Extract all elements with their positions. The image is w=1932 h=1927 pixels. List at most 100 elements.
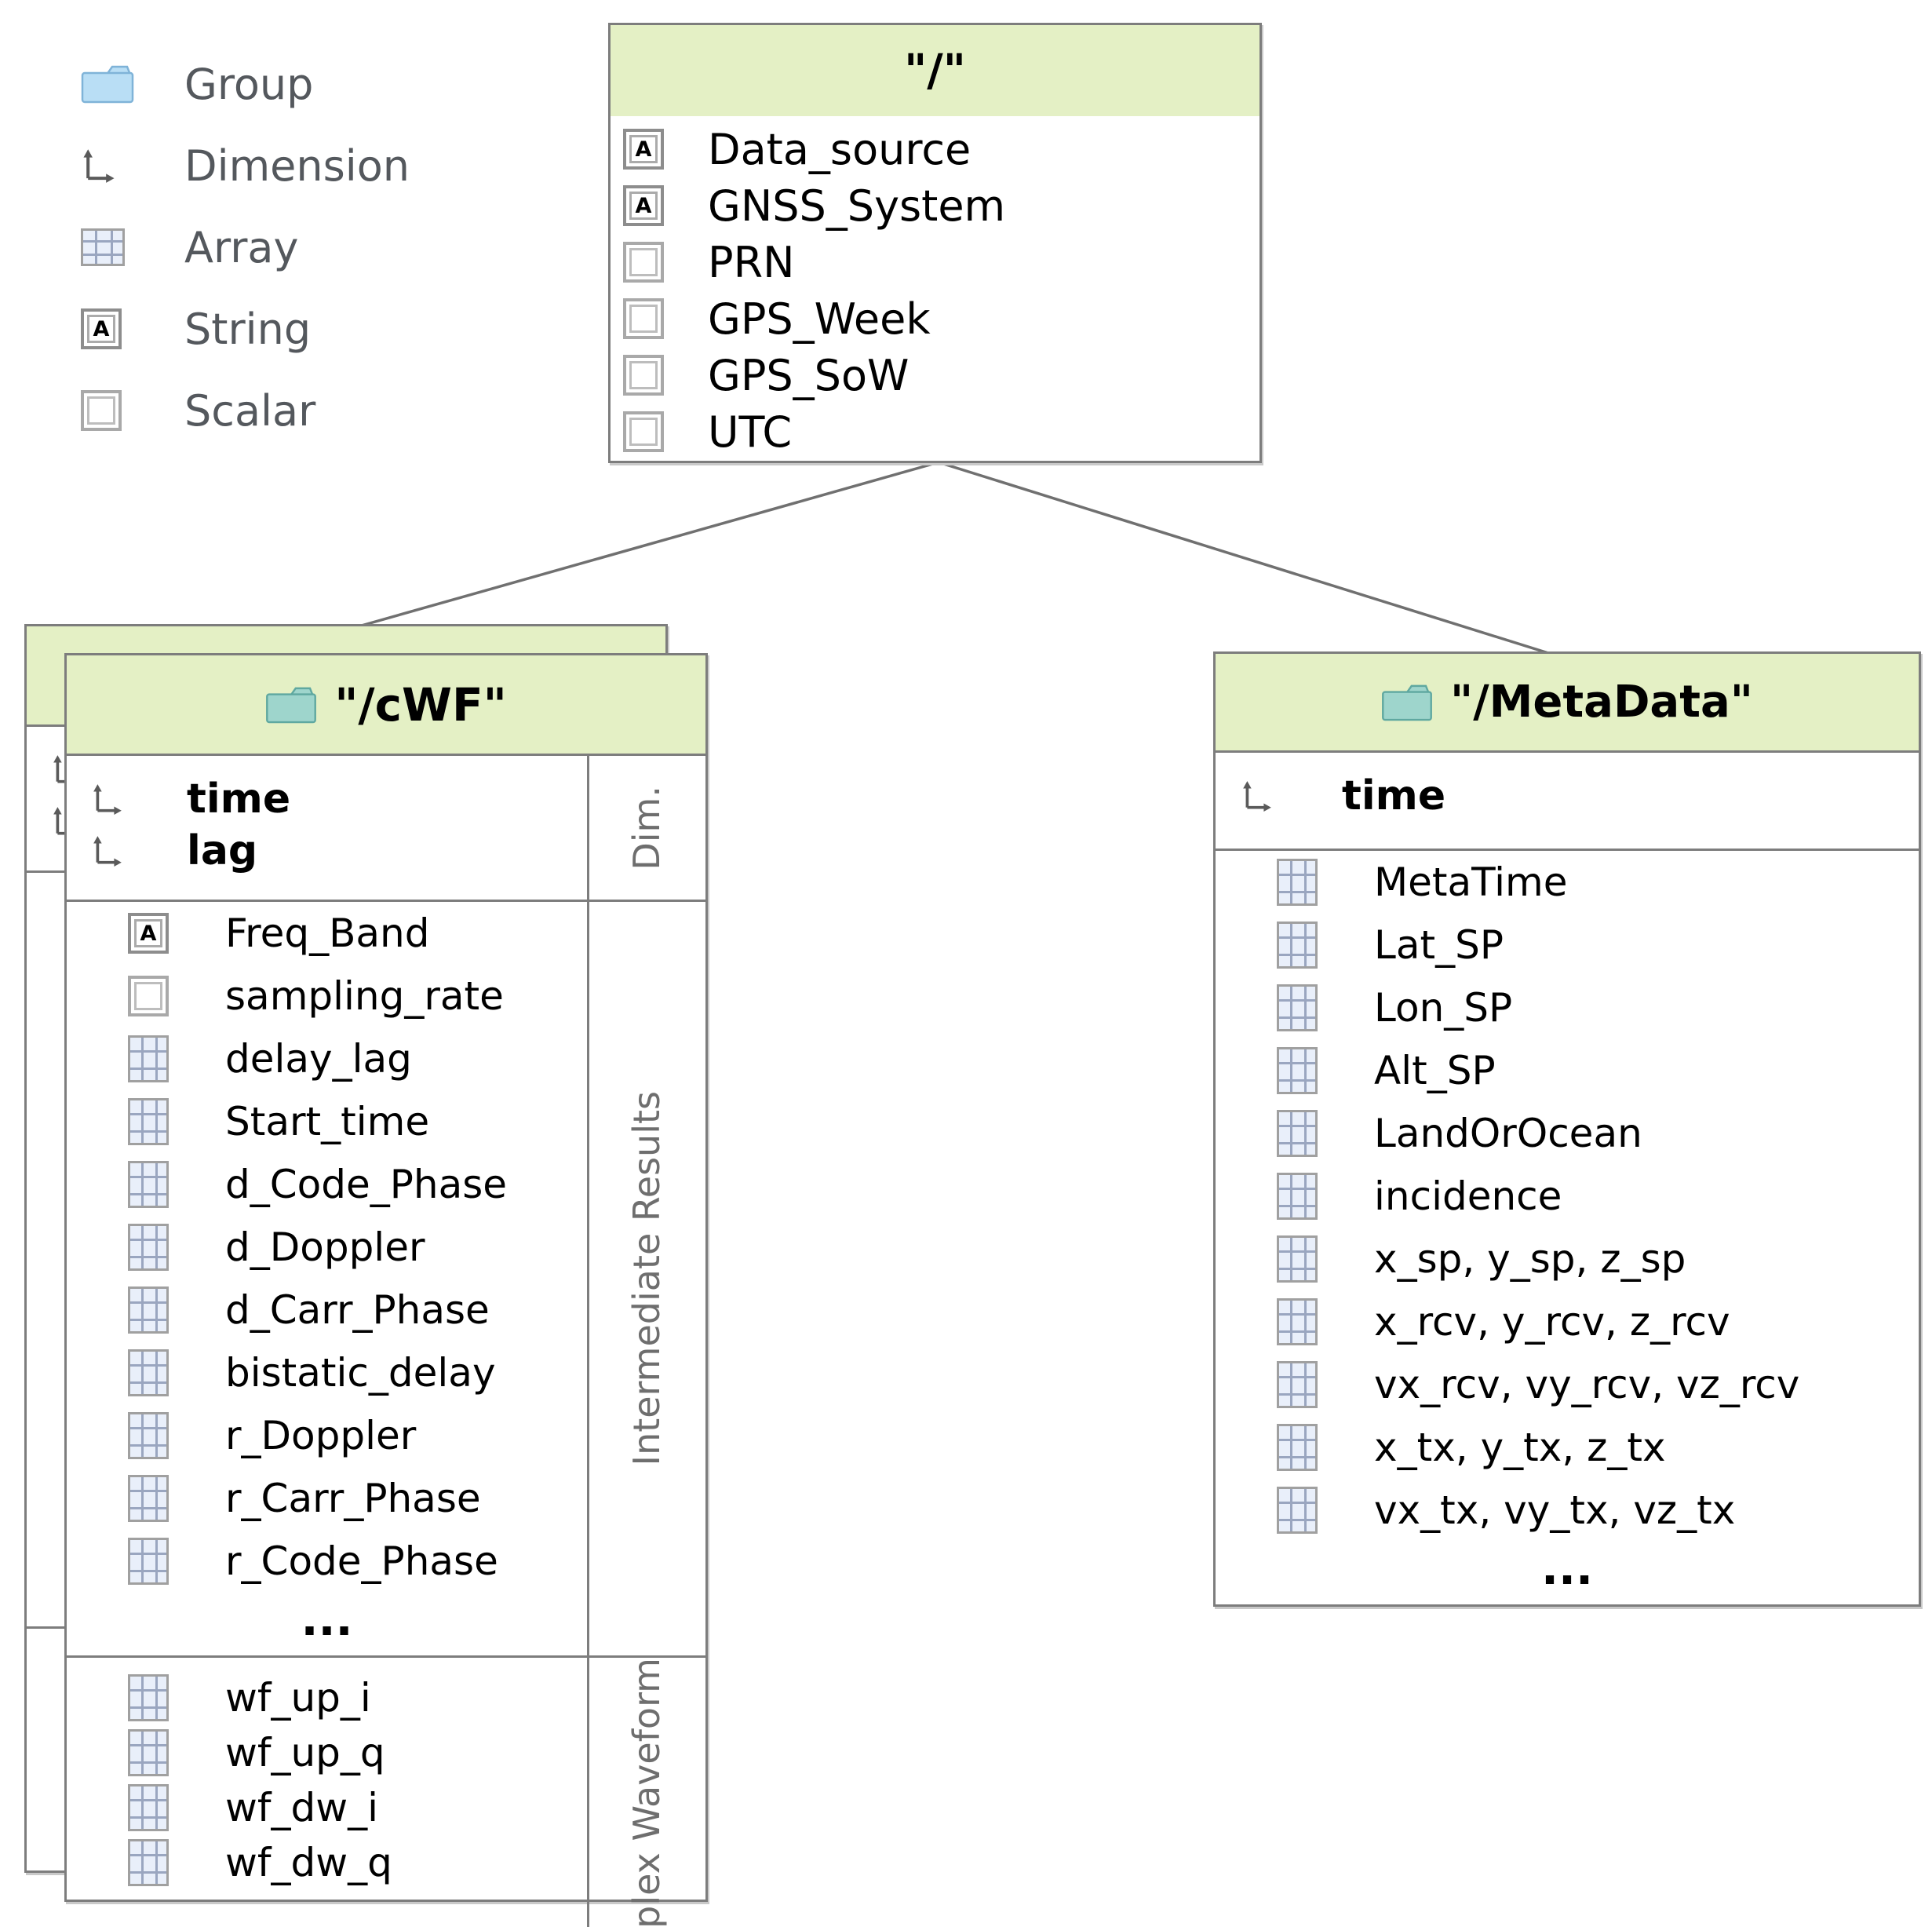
- variable-label: Lon_SP: [1374, 985, 1513, 1031]
- variable-row: x_rcv, y_rcv, z_rcv: [1216, 1290, 1919, 1353]
- array-icon: [1277, 922, 1318, 969]
- more-items-ellipsis: ...: [301, 1593, 353, 1646]
- variable-label: vx_rcv, vy_rcv, vz_rcv: [1374, 1362, 1800, 1407]
- variable-row: Alt_SP: [1216, 1039, 1919, 1102]
- array-icon: [128, 1161, 169, 1208]
- scalar-icon: [81, 390, 122, 431]
- variable-row: vx_tx, vy_tx, vz_tx: [1216, 1479, 1919, 1542]
- legend-item-dimension: Dimension: [81, 125, 410, 206]
- group-folder-icon: [266, 687, 317, 723]
- array-icon: [128, 1784, 169, 1831]
- metadata-group-card: "/MetaData" time MetaTime: [1213, 651, 1921, 1607]
- root-group-card: "/" Data_source GNSS_System PRN GPS_Week…: [608, 23, 1262, 463]
- connector-root-to-metadata: [938, 461, 1574, 662]
- array-icon: [1277, 1235, 1318, 1283]
- variable-row: r_Carr_Phase: [67, 1467, 587, 1530]
- array-icon: [128, 1035, 169, 1082]
- dimension-row: time: [67, 773, 587, 825]
- variable-label: LandOrOcean: [1374, 1111, 1642, 1156]
- array-icon: [128, 1412, 169, 1459]
- cwf-group-title: "/cWF": [334, 677, 507, 732]
- variable-row: r_Doppler: [67, 1404, 587, 1467]
- variable-label: Freq_Band: [225, 911, 430, 956]
- attribute-label: UTC: [708, 407, 793, 457]
- cwf-intermediate-results-section: Freq_Band sampling_rate delay_lag Start_…: [67, 900, 705, 1655]
- variable-row: LandOrOcean: [1216, 1102, 1919, 1165]
- more-items-ellipsis: ...: [1540, 1542, 1594, 1595]
- attribute-row: GPS_SoW: [611, 347, 1259, 403]
- variable-row: bistatic_delay: [67, 1341, 587, 1404]
- variable-row: wf_up_i: [67, 1670, 587, 1725]
- variable-row: MetaTime: [1216, 851, 1919, 914]
- variable-label: wf_up_q: [225, 1730, 385, 1776]
- array-icon: [1277, 1298, 1318, 1345]
- legend-label-dimension: Dimension: [184, 141, 410, 191]
- array-icon: [81, 228, 125, 266]
- variable-row: d_Code_Phase: [67, 1153, 587, 1216]
- array-icon: [128, 1674, 169, 1721]
- variable-row: Lat_SP: [1216, 914, 1919, 976]
- variable-row: d_Doppler: [67, 1216, 587, 1279]
- scalar-icon: [623, 242, 664, 283]
- cwf-complex-waveform-column: Complex Waveform: [587, 1658, 705, 1927]
- attribute-row: GPS_Week: [611, 290, 1259, 347]
- string-icon: [623, 185, 664, 226]
- legend: Group Dimension Array String: [81, 43, 410, 451]
- string-icon: [81, 308, 122, 349]
- variable-label: r_Doppler: [225, 1413, 417, 1458]
- dimension-label: time: [187, 776, 291, 823]
- variable-label: d_Doppler: [225, 1224, 425, 1270]
- legend-item-group: Group: [81, 43, 410, 125]
- variable-label: d_Carr_Phase: [225, 1287, 490, 1333]
- string-icon: [623, 129, 664, 170]
- dimension-icon: [93, 836, 122, 867]
- variable-row: vx_rcv, vy_rcv, vz_rcv: [1216, 1353, 1919, 1416]
- metadata-group-header: "/MetaData": [1216, 654, 1919, 750]
- metadata-group-title: "/MetaData": [1450, 677, 1753, 728]
- group-folder-icon: [81, 65, 134, 104]
- variable-label: delay_lag: [225, 1036, 412, 1082]
- root-attribute-list: Data_source GNSS_System PRN GPS_Week GPS…: [611, 116, 1259, 460]
- dimension-icon: [93, 784, 122, 815]
- attribute-label: GPS_Week: [708, 294, 931, 344]
- variable-row: delay_lag: [67, 1027, 587, 1090]
- legend-label-scalar: Scalar: [184, 385, 316, 436]
- dimension-label: time: [1342, 772, 1446, 819]
- metadata-dimensions-section: time: [1216, 750, 1919, 849]
- legend-label-string: String: [184, 304, 312, 354]
- array-icon: [128, 1475, 169, 1522]
- variable-label: wf_up_i: [225, 1675, 371, 1721]
- variable-label: incidence: [1374, 1173, 1562, 1219]
- variable-row: Freq_Band: [67, 902, 587, 965]
- array-icon: [1277, 1173, 1318, 1220]
- legend-item-scalar: Scalar: [81, 370, 410, 451]
- attribute-label: GNSS_System: [708, 181, 1006, 231]
- variable-label: x_sp, y_sp, z_sp: [1374, 1236, 1686, 1282]
- variable-row: wf_dw_i: [67, 1780, 587, 1835]
- array-icon: [128, 1839, 169, 1886]
- dimension-row: lag: [67, 825, 587, 877]
- cwf-dim-column: Dim.: [587, 756, 705, 900]
- variable-row: r_Code_Phase: [67, 1530, 587, 1593]
- scalar-icon: [623, 298, 664, 339]
- cwf-intermediate-results-column: Intermediate Results: [587, 902, 705, 1655]
- variable-row: Start_time: [67, 1090, 587, 1153]
- variable-row: x_tx, y_tx, z_tx: [1216, 1416, 1919, 1479]
- cwf-complex-waveform-section: wf_up_i wf_up_q wf_dw_i wf_dw_q Complex …: [67, 1655, 705, 1927]
- dimension-icon: [83, 149, 115, 183]
- array-icon: [128, 1538, 169, 1585]
- cwf-group-header: "/cWF": [67, 655, 705, 754]
- legend-item-string: String: [81, 288, 410, 370]
- variable-row: d_Carr_Phase: [67, 1279, 587, 1341]
- variable-label: MetaTime: [1374, 859, 1568, 905]
- legend-label-array: Array: [184, 222, 299, 272]
- scalar-icon: [623, 355, 664, 396]
- variable-label: Alt_SP: [1374, 1048, 1496, 1093]
- variable-label: sampling_rate: [225, 973, 504, 1019]
- array-icon: [1277, 1487, 1318, 1534]
- array-icon: [128, 1286, 169, 1334]
- attribute-row: Data_source: [611, 121, 1259, 177]
- array-icon: [1277, 1110, 1318, 1157]
- scalar-icon: [623, 411, 664, 452]
